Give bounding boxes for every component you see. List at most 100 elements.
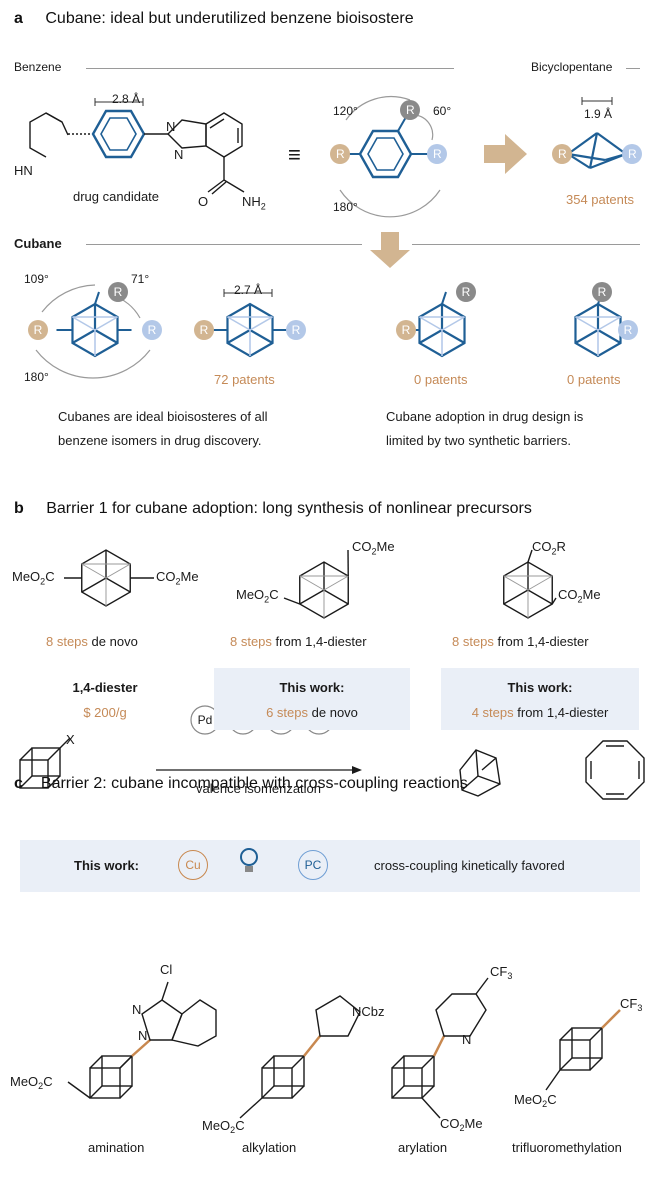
cubane-3: RR (396, 282, 476, 358)
angle-109-label: 109° (24, 272, 49, 286)
col3-box (441, 668, 639, 730)
bcp-patents: 354 patents (566, 192, 634, 207)
r-text-bcp-1: R (558, 147, 567, 161)
co2me-p3: CO2Me (440, 1116, 483, 1133)
benzene-divider (86, 68, 454, 69)
cubane-b-3 (503, 549, 557, 619)
r-circle-tan (330, 144, 350, 164)
cuneane-product (459, 749, 501, 797)
dist-benzene-label: 2.8 Å (112, 92, 141, 106)
product-label-1: amination (88, 1140, 145, 1155)
nh2-label: NH2 (242, 194, 266, 212)
product-label-3: arylation (398, 1140, 448, 1155)
text-left-1: Cubanes are ideal bioisosteres of all (58, 409, 268, 424)
col2-steps-new: 6 steps de novo (266, 705, 358, 720)
patents-0a: 0 patents (414, 372, 468, 387)
b2-meo2c: MeO2C (236, 587, 279, 605)
bcp-label: Bicyclopentane (531, 60, 613, 74)
panel-c-title: Barrier 2: cubane incompatible with cros… (40, 775, 468, 792)
r-blue (142, 320, 162, 340)
r-label: R (114, 285, 123, 299)
n-p3: N (462, 1032, 471, 1047)
r-text-1: R (336, 147, 345, 161)
piperidine-ring (29, 112, 69, 158)
angle-71-label: 71° (131, 272, 150, 286)
cubane-divider-right (412, 244, 640, 245)
bicyclopentane (567, 132, 627, 170)
r-circle-tan-bcp (552, 144, 572, 164)
angle-arc-60 (414, 114, 434, 141)
text-left-2: benzene isomers in drug discovery. (58, 433, 262, 448)
cyclooctatetraene-product (585, 740, 645, 800)
product-alkylation: MeO2C NCbz (202, 995, 385, 1135)
dist-cubane-label: 2.7 Å (234, 283, 263, 297)
col3-steps: 8 steps from 1,4-diester (452, 634, 589, 649)
col2-bold: This work: (279, 680, 345, 695)
meo2c-p2: MeO2C (202, 1118, 245, 1135)
angle-arc-180 (339, 189, 441, 218)
r-tan (396, 320, 416, 340)
r-label: R (34, 323, 43, 337)
n-p1a: N (132, 1002, 141, 1017)
dist-bar-benzene (94, 98, 144, 106)
arrow-down-icon (370, 232, 410, 268)
r-gray (456, 282, 476, 302)
r-text-3: R (433, 147, 442, 161)
panel-b-header: b Barrier 1 for cubane adoption: long sy… (14, 500, 532, 518)
cubane-divider-left (86, 244, 362, 245)
drug-candidate-label: drug candidate (73, 189, 160, 204)
lightbulb-icon (240, 848, 260, 872)
b1-co2me: CO2Me (156, 569, 199, 587)
b3-co2me: CO2Me (558, 587, 601, 605)
panel-a-title: Cubane: ideal but underutilized benzene … (45, 10, 414, 27)
cf3-p3: CF3 (490, 964, 512, 981)
angle-60-label: 60° (433, 104, 452, 118)
text-right-1: Cubane adoption in drug design is (386, 409, 584, 424)
cube-x-reactant (19, 737, 71, 789)
r-text-2: R (406, 103, 415, 117)
indazole (144, 112, 245, 195)
equiv-sign: ≡ (288, 142, 301, 167)
r-text-bcp-2: R (628, 147, 637, 161)
r-label: R (624, 323, 633, 337)
n-label-2: N (174, 147, 184, 162)
r-label: R (598, 285, 607, 299)
pc-icon: PC (298, 850, 328, 880)
col1-bold: 1,4-diester (72, 680, 138, 695)
cubane-4: RR (574, 282, 638, 358)
text-right-2: limited by two synthetic barriers. (386, 433, 571, 448)
r-blue (286, 320, 306, 340)
r-gray (108, 282, 128, 302)
col2-steps: 8 steps from 1,4-diester (230, 634, 367, 649)
panel-b-title: Barrier 1 for cubane adoption: long synt… (46, 500, 532, 517)
ncbz-label: NCbz (352, 1004, 385, 1019)
angle-arc-109 (41, 284, 96, 313)
cubane-b-2 (283, 549, 349, 619)
dist-bar-cubane (223, 289, 273, 297)
dist-bar-bcp (581, 97, 613, 105)
col3-steps-new: 4 steps from 1,4-diester (471, 705, 609, 720)
angle-180b-label: 180° (24, 370, 49, 384)
dist-bcp-label: 1.9 Å (584, 107, 613, 121)
product-label-4: trifluoromethylation (512, 1140, 622, 1155)
col2-box (214, 668, 410, 730)
angle-120-label: 120° (333, 104, 358, 118)
b3-co2r: CO2R (532, 539, 566, 557)
r-circle-blue-bcp (622, 144, 642, 164)
r-circle-gray (400, 100, 420, 120)
panel-a-letter: a (14, 10, 23, 27)
angle-180-label: 180° (333, 200, 358, 214)
arrow-label: valence isomerization (196, 781, 322, 796)
cubane-1: R R R (28, 282, 162, 358)
cubane-label: Cubane (14, 236, 62, 251)
r-label: R (148, 323, 157, 337)
patents-0b: 0 patents (567, 372, 621, 387)
r-label: R (402, 323, 411, 337)
b2-co2me: CO2Me (352, 539, 395, 557)
bcp-divider (626, 68, 640, 69)
meo2c-p1: MeO2C (10, 1074, 53, 1091)
b1-meo2c: MeO2C (12, 569, 55, 587)
